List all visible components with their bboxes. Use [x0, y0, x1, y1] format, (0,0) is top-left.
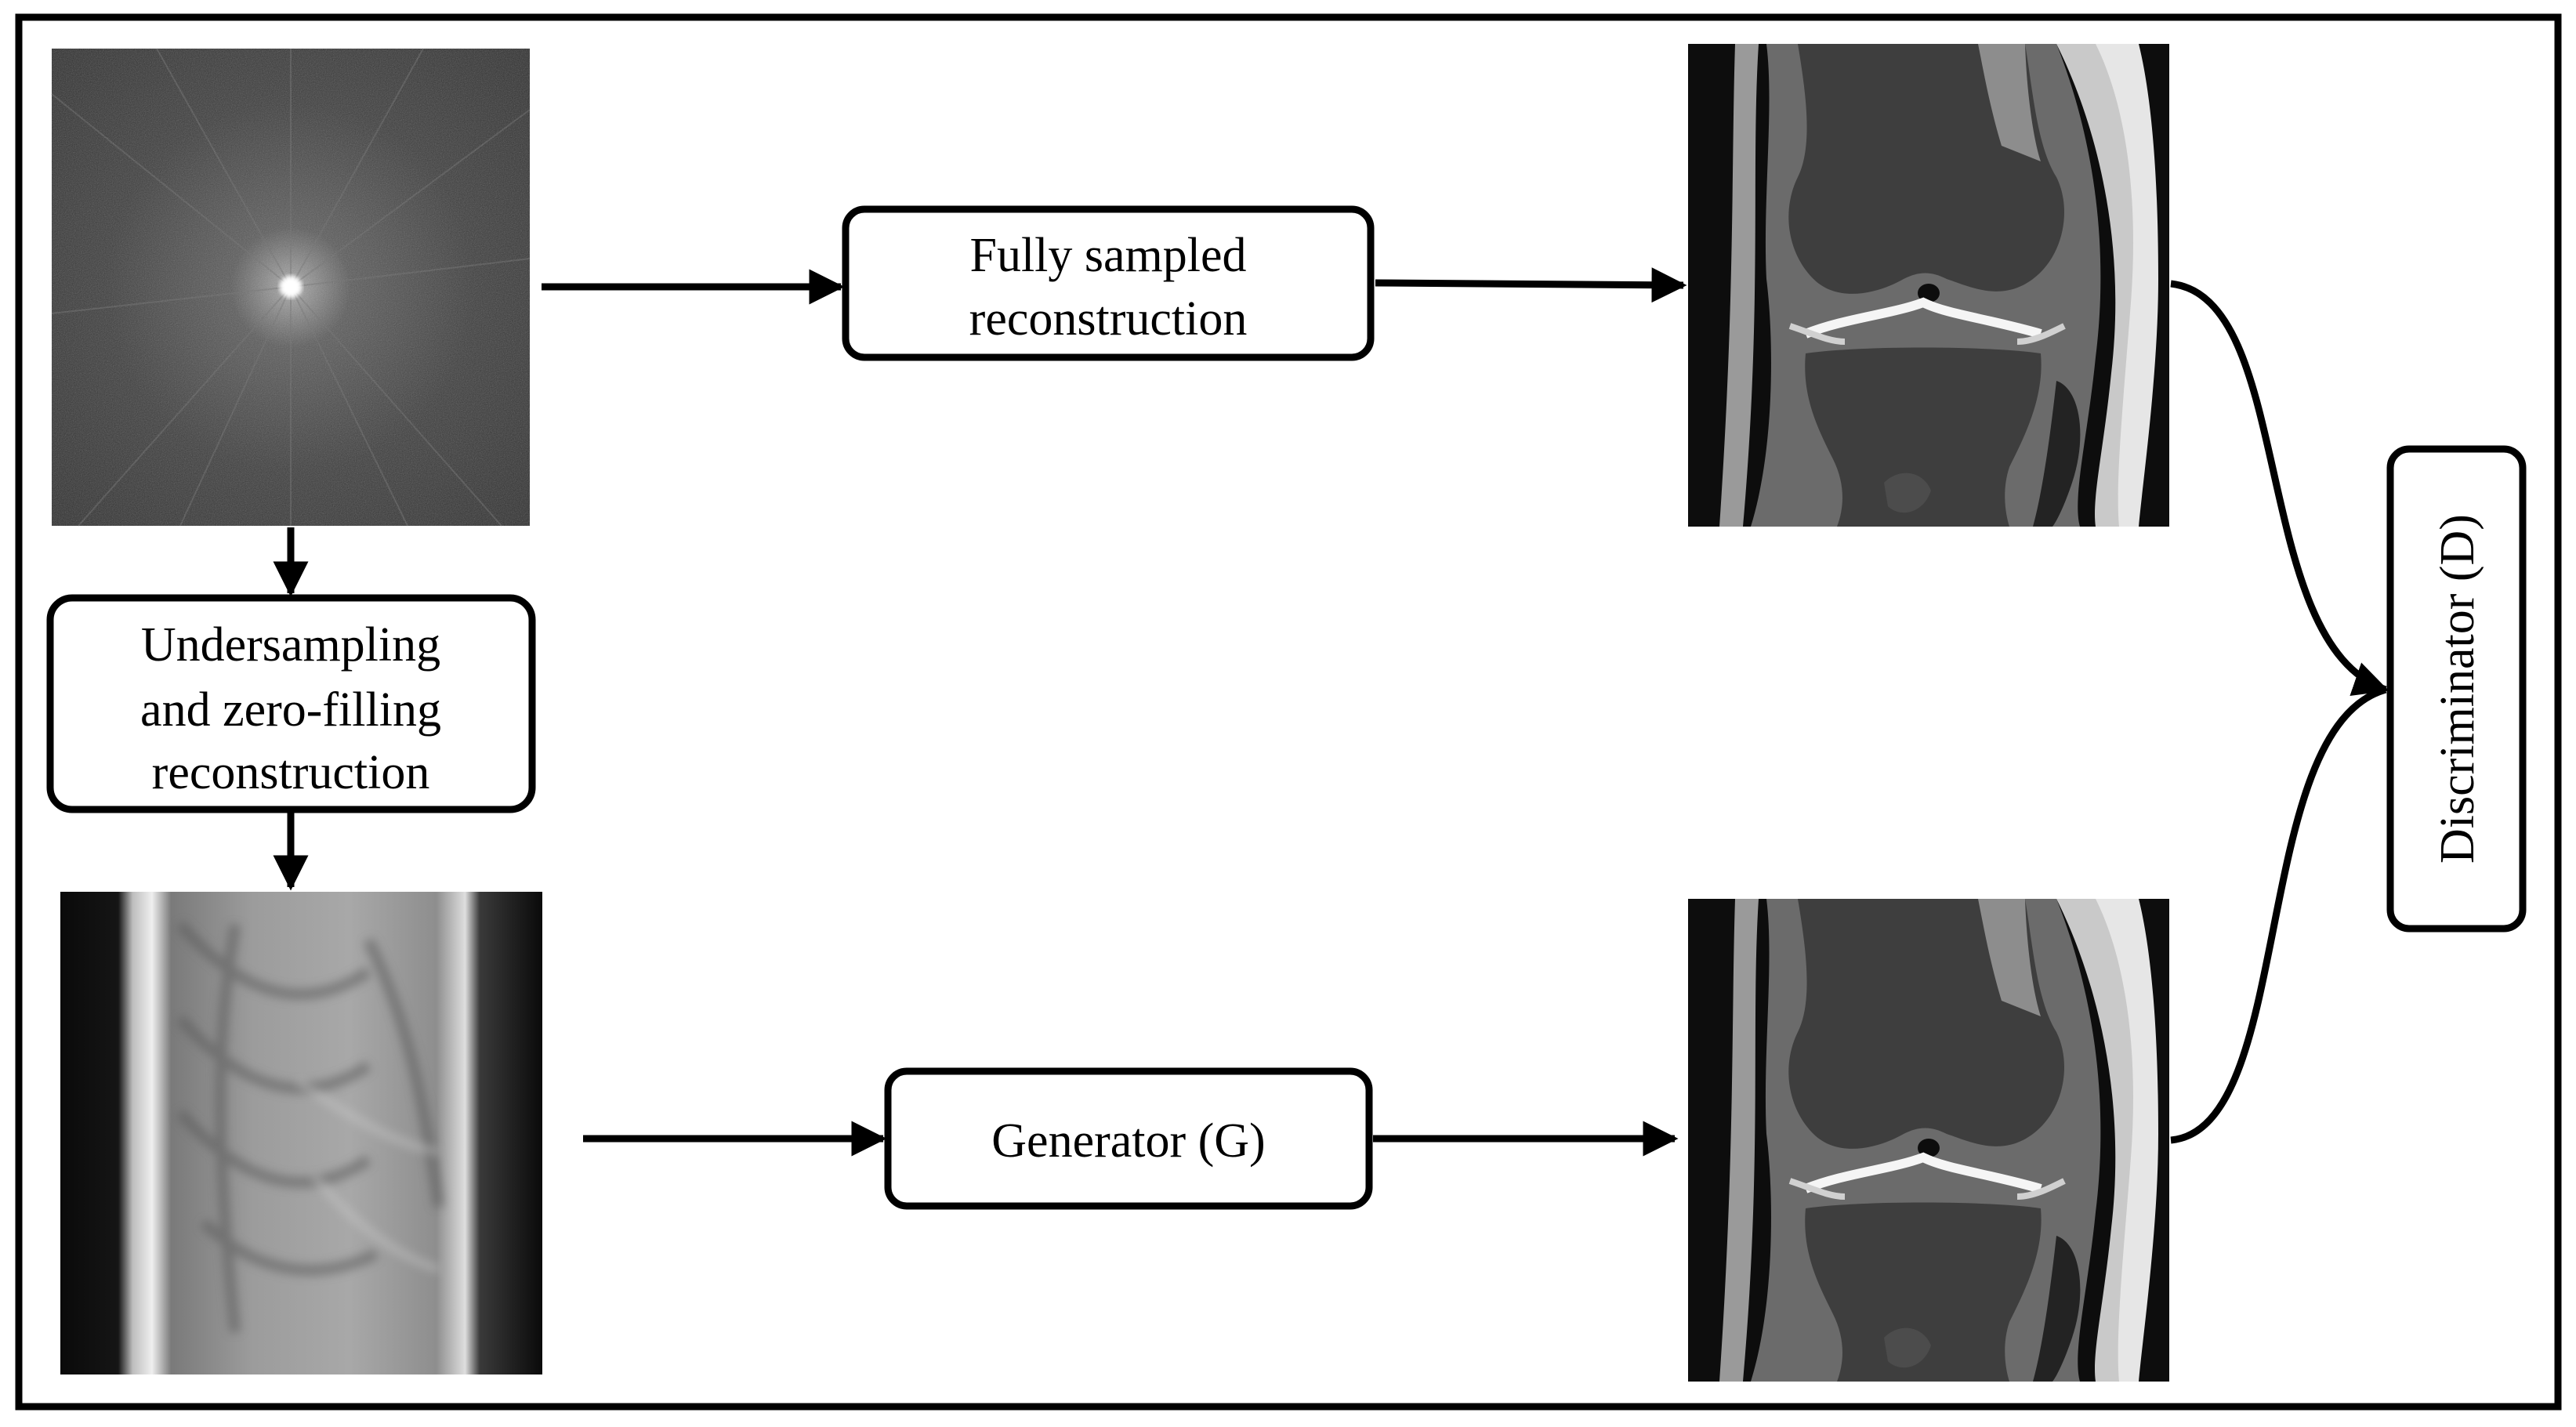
discriminator-box: Discriminator (D): [2386, 445, 2527, 933]
arrow-full-recon-to-mri: [1375, 267, 1687, 303]
undersampling-label-line3: reconstruction: [152, 746, 430, 799]
generator-label: Generator (G): [991, 1114, 1265, 1168]
generated-mri: [1688, 899, 2169, 1382]
fully-sampled-reconstruction-box: Fully sampled reconstruction: [842, 205, 1375, 361]
connectors: [273, 267, 2389, 1157]
generator-box: Generator (G): [884, 1067, 1373, 1210]
discriminator-label: Discriminator (D): [2431, 514, 2484, 864]
k-space-image: [51, 48, 531, 527]
fully-sampled-label-line1: Fully sampled: [969, 229, 1246, 282]
undersampling-label-line2: and zero-filling: [140, 683, 441, 737]
undersampling-box: Undersampling and zero-filling reconstru…: [46, 594, 536, 813]
arrow-full-mri-to-discriminator: [2170, 280, 2389, 696]
zero-filled-image: [60, 892, 542, 1374]
arrow-generated-mri-to-discriminator: [2170, 686, 2387, 1144]
outer-frame: [15, 13, 2562, 1411]
fully-sampled-mri: [1688, 44, 2169, 527]
undersampling-label-line1: Undersampling: [141, 618, 440, 672]
fully-sampled-label-line2: reconstruction: [969, 292, 1248, 346]
